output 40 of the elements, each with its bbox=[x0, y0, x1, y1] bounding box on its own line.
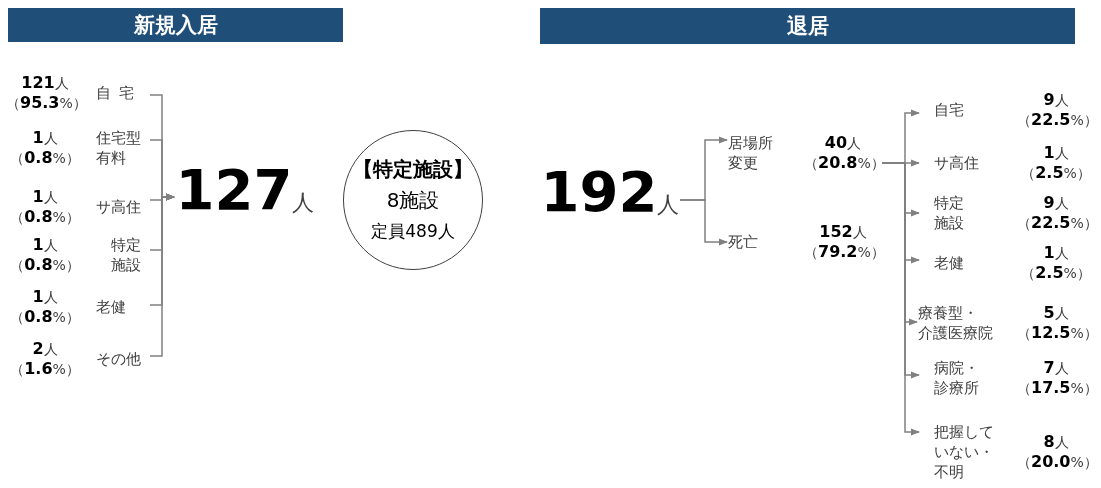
header-band: 退居 bbox=[540, 8, 1075, 44]
category-label: 特定施設 bbox=[933, 193, 965, 233]
arrow bbox=[679, 199, 728, 246]
count-text: 121人（95.3%） bbox=[6, 73, 84, 113]
circle-heading: 【特定施設】 bbox=[353, 156, 473, 183]
category-label: その他 bbox=[96, 349, 142, 369]
count-text: 152人（79.2%） bbox=[804, 222, 882, 262]
header-band: 新規入居 bbox=[8, 8, 343, 42]
count-text: 40人（20.8%） bbox=[804, 133, 882, 173]
count-text: 1人（0.8%） bbox=[9, 187, 81, 227]
category-label: 療養型・介護医療院 bbox=[918, 303, 994, 343]
count-text: 2人（1.6%） bbox=[9, 339, 81, 379]
circle-text: 8施設 bbox=[386, 187, 440, 214]
count-text: 1人（0.8%） bbox=[9, 235, 81, 275]
category-label: 居場所変更 bbox=[728, 133, 774, 173]
count-text: 9人（22.5%） bbox=[1017, 90, 1095, 130]
count-text: 7人（17.5%） bbox=[1017, 358, 1095, 398]
category-label: 病院・診療所 bbox=[933, 358, 980, 398]
count-text: 9人（22.5%） bbox=[1017, 193, 1095, 233]
count-text: 8人（20.0%） bbox=[1017, 432, 1095, 472]
count-text: 1人（0.8%） bbox=[9, 287, 81, 327]
total-count: 127人 bbox=[175, 158, 315, 218]
arrow bbox=[881, 162, 920, 436]
category-label: 住宅型有料 bbox=[96, 128, 142, 168]
count-text: 5人（12.5%） bbox=[1017, 303, 1095, 343]
arrow bbox=[149, 193, 175, 357]
count-text: 1人（2.5%） bbox=[1020, 143, 1092, 183]
category-label: サ高住 bbox=[96, 197, 142, 217]
category-label: 老健 bbox=[96, 297, 127, 317]
count-text: 1人（2.5%） bbox=[1020, 243, 1092, 283]
category-label: 死亡 bbox=[728, 232, 759, 252]
category-label: 特定施設 bbox=[111, 235, 142, 275]
category-label: 自宅 bbox=[933, 100, 965, 120]
total-count: 192人 bbox=[540, 160, 680, 220]
count-text: 1人（0.8%） bbox=[9, 128, 81, 168]
category-label: 自宅 bbox=[96, 83, 142, 103]
circle-text: 定員489人 bbox=[371, 220, 455, 243]
category-label: サ高住 bbox=[933, 153, 980, 173]
category-label: 把握していない・不明 bbox=[933, 422, 995, 482]
category-label: 老健 bbox=[933, 253, 965, 273]
